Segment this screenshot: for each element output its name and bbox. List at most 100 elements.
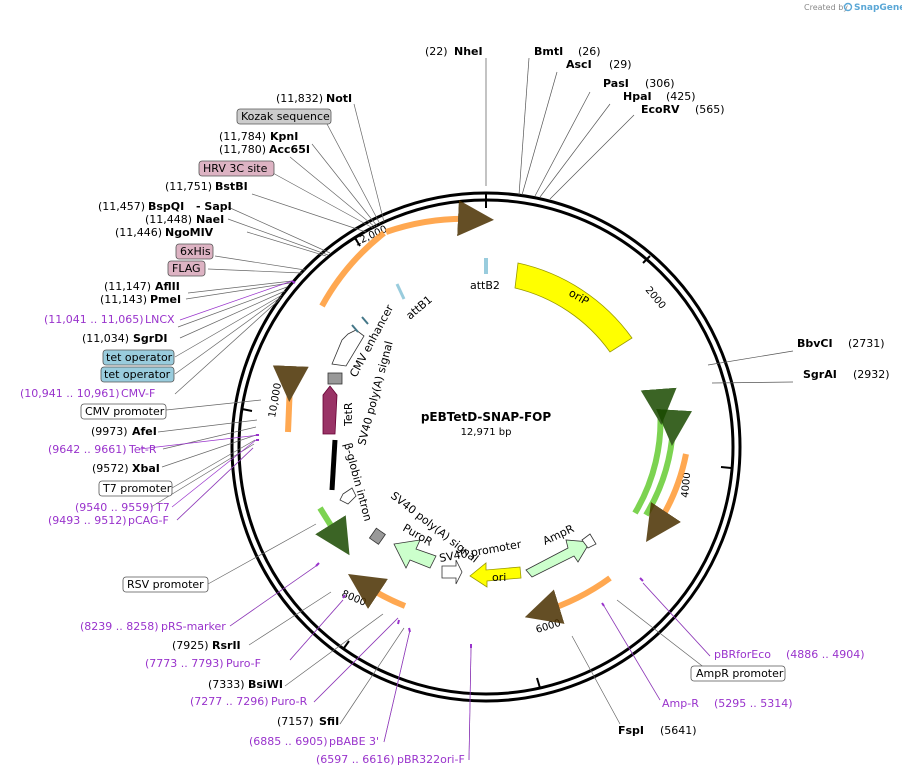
orange-arc-bottom xyxy=(524,575,612,624)
hrv-label: HRV 3C site xyxy=(203,162,268,175)
watermark-brand: SnapGene xyxy=(854,3,902,13)
naei-label[interactable]: NaeI xyxy=(196,213,224,226)
plasmid-length: 12,971 bp xyxy=(461,427,512,438)
nhei-pos: (22) xyxy=(425,45,448,58)
TetR-arrow xyxy=(322,385,338,435)
t7-label[interactable]: T7 xyxy=(155,501,170,514)
ampr-promoter-box[interactable] xyxy=(690,665,786,682)
intron-arrowhead xyxy=(339,487,357,505)
sgrai-label[interactable]: SgrAI xyxy=(803,368,837,381)
prs-label[interactable]: pRS-marker xyxy=(161,620,226,633)
green-arc-left xyxy=(315,506,350,556)
watermark-prefix: Created by xyxy=(804,3,848,12)
kozak-label: Kozak sequence xyxy=(241,110,330,123)
sfii-label[interactable]: SfiI xyxy=(319,715,339,728)
tetr-pos: (9642 .. 9661) xyxy=(48,443,127,456)
sixhis-box[interactable] xyxy=(175,243,214,260)
acc65i-pos: (11,780) xyxy=(219,143,266,156)
asci-label[interactable]: AscI xyxy=(566,58,592,71)
puror-label[interactable]: Puro-R xyxy=(271,695,308,708)
plasmid-name: pEBTetD-SNAP-FOP xyxy=(421,410,552,424)
tick-label-6000: 6000 xyxy=(535,618,563,636)
primer-leaders xyxy=(139,280,711,761)
orange-arc-topleft xyxy=(319,230,386,308)
kozak-box[interactable] xyxy=(236,108,332,125)
leader-lines xyxy=(485,57,794,384)
orange-arc-top xyxy=(385,200,494,237)
sapi-label[interactable]: - SapI xyxy=(196,200,232,213)
ampr-primer-label[interactable]: Amp-R xyxy=(662,697,699,710)
TetR-label: TetR xyxy=(342,402,355,427)
aflii-label[interactable]: AflII xyxy=(155,280,180,293)
orange-arc-left xyxy=(272,365,309,433)
pbabe-label[interactable]: pBABE 3' xyxy=(329,735,379,748)
acc65i-label[interactable]: Acc65I xyxy=(269,143,310,156)
orange-arc-bottomleft xyxy=(347,574,407,609)
pasi-pos: (306) xyxy=(645,77,675,90)
cmvf-label[interactable]: CMV-F xyxy=(121,387,155,400)
noti-label[interactable]: NotI xyxy=(326,92,352,105)
afei-pos: (9973) xyxy=(91,425,128,438)
pasi-label[interactable]: PasI xyxy=(603,77,629,90)
flag-box[interactable] xyxy=(167,260,206,277)
ecorv-label[interactable]: EcoRV xyxy=(641,103,680,116)
purof-label[interactable]: Puro-F xyxy=(226,657,261,670)
ngomiv-pos: (11,446) xyxy=(115,226,162,239)
hpai-label[interactable]: HpaI xyxy=(623,90,652,103)
pmei-label[interactable]: PmeI xyxy=(150,293,181,306)
PuroR-arrow xyxy=(393,539,437,569)
lncx-label[interactable]: LNCX xyxy=(145,313,175,326)
bsiwi-pos: (7333) xyxy=(208,678,245,691)
pcagf-pos: (9493 .. 9512) xyxy=(48,514,127,527)
afei-label[interactable]: AfeI xyxy=(132,425,157,438)
pbr322-label[interactable]: pBR322ori-F xyxy=(397,753,465,766)
bstbi-label[interactable]: BstBI xyxy=(215,180,248,193)
t7-pos: (9540 .. 9559) xyxy=(75,501,154,514)
tet-operator-1-box[interactable] xyxy=(102,349,175,366)
hrv-box[interactable] xyxy=(198,160,275,177)
xbai-label[interactable]: XbaI xyxy=(132,462,160,475)
cmv-promoter-box[interactable] xyxy=(80,403,167,420)
snapgene-logo-icon xyxy=(843,2,853,12)
cmv-promoter-label: CMV promoter xyxy=(85,405,165,418)
tick-8000 xyxy=(343,640,350,649)
purof-pos: (7773 .. 7793) xyxy=(145,657,224,670)
pcagf-label[interactable]: pCAG-F xyxy=(128,514,169,527)
bmti-label[interactable]: BmtI xyxy=(534,45,563,58)
primer-site-markers xyxy=(256,280,644,648)
pbabe-pos: (6885 .. 6905) xyxy=(249,735,328,748)
rsv-promoter-box[interactable] xyxy=(122,576,209,593)
tet-operator-2-box[interactable] xyxy=(100,366,175,383)
tetr-label[interactable]: Tet-R xyxy=(128,443,157,456)
t7-promoter-box[interactable] xyxy=(98,480,173,497)
tet-operator-2-label: tet operator xyxy=(104,368,171,381)
nhei-label[interactable]: NheI xyxy=(454,45,483,58)
bsiwi-label[interactable]: BsiWI xyxy=(248,678,283,691)
sgrdi-pos: (11,034) xyxy=(82,332,129,345)
primer-arcs xyxy=(272,200,693,624)
bspqi-pos: (11,457) xyxy=(98,200,145,213)
fspi-pos: (5641) xyxy=(660,724,697,737)
sgrdi-label[interactable]: SgrDI xyxy=(133,332,167,345)
tag-marker-2 xyxy=(351,324,359,333)
pbrforeco-pos: (4886 .. 4904) xyxy=(786,648,865,661)
bbvci-pos: (2731) xyxy=(848,337,885,350)
bspqi-label[interactable]: BspQI xyxy=(148,200,184,213)
tick-4000 xyxy=(720,466,732,469)
kpni-label[interactable]: KpnI xyxy=(270,130,298,143)
bglobin-intron-label: β-globin intron xyxy=(341,441,374,522)
kpni-pos: (11,784) xyxy=(219,130,266,143)
SV40-polyA-2-box xyxy=(368,527,386,545)
SV40-promoter-arrow xyxy=(441,559,463,585)
ngomiv-label[interactable]: NgoMIV xyxy=(165,226,214,239)
bbvci-label[interactable]: BbvCI xyxy=(797,337,833,350)
oriP-arrow xyxy=(514,262,633,353)
rsrii-label[interactable]: RsrII xyxy=(212,639,241,652)
naei-pos: (11,448) xyxy=(145,213,192,226)
tet-operator-1-label: tet operator xyxy=(106,351,173,364)
lncx-pos: (11,041 .. 11,065) xyxy=(44,313,144,326)
pbrforeco-label[interactable]: pBRforEco xyxy=(714,648,771,661)
fspi-label[interactable]: FspI xyxy=(618,724,644,737)
xbai-pos: (9572) xyxy=(92,462,129,475)
